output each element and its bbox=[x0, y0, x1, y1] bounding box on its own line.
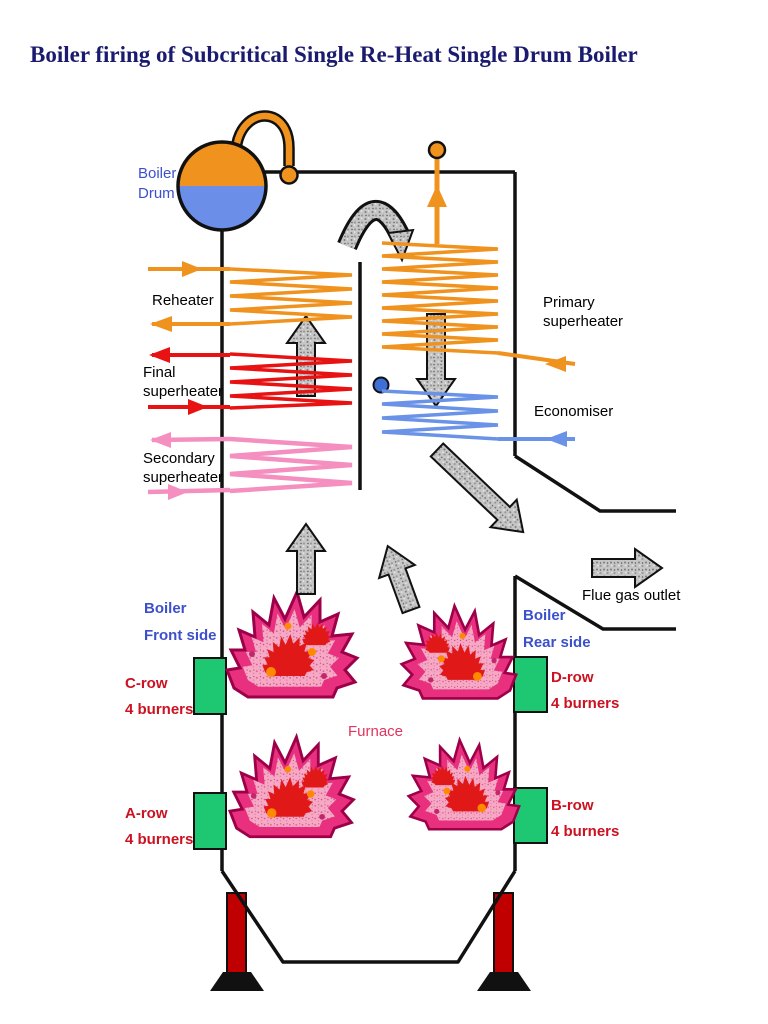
flue-duct-top bbox=[514, 454, 676, 513]
primary-sh-label-line1: Primary bbox=[543, 294, 595, 311]
front-side-label-line1: Boiler bbox=[144, 600, 187, 617]
gas-arrow-top-curve bbox=[340, 203, 409, 249]
burner-c-row bbox=[193, 657, 227, 715]
final-superheater bbox=[148, 347, 353, 415]
flue-gas-outlet-label: Flue gas outlet bbox=[582, 587, 681, 604]
flame-upper-right bbox=[402, 606, 516, 698]
secondary-superheater-coil bbox=[229, 436, 353, 494]
b-row-label: B-row bbox=[551, 797, 594, 814]
drum-steam-space bbox=[178, 142, 266, 186]
a-row-label: A-row bbox=[125, 805, 168, 822]
d-row-label: D-row bbox=[551, 669, 594, 686]
labels: Boiler Drum Reheater Final superheater S… bbox=[125, 165, 681, 848]
rear-side-label-line2: Rear side bbox=[523, 634, 591, 651]
steam-riser-arrow bbox=[427, 185, 447, 207]
drum-label-line2: Drum bbox=[138, 185, 175, 202]
drum-pipe bbox=[232, 112, 293, 166]
economiser-inlet-arrow bbox=[546, 431, 567, 447]
flame-lower-right bbox=[409, 740, 520, 829]
reheater bbox=[148, 261, 353, 332]
rear-side-label-line1: Boiler bbox=[523, 607, 566, 624]
hopper bbox=[220, 870, 517, 964]
furnace-label: Furnace bbox=[348, 723, 403, 740]
final-sh-label-line1: Final bbox=[143, 364, 176, 381]
flame-lower-left bbox=[230, 737, 354, 837]
flue-duct-bottom bbox=[514, 574, 676, 631]
final-sh-inlet-arrow bbox=[188, 399, 208, 415]
c-row-label: C-row bbox=[125, 675, 168, 692]
primary-sh-label-line2: superheater bbox=[543, 313, 623, 330]
burner-b-row bbox=[513, 787, 548, 844]
drum-label-line1: Boiler bbox=[138, 165, 176, 182]
furnace-flames bbox=[227, 592, 519, 837]
boiler-drum bbox=[176, 110, 299, 232]
drum-water-space bbox=[178, 186, 266, 230]
boiler-supports bbox=[210, 892, 531, 991]
a-row-count: 4 burners bbox=[125, 831, 193, 848]
secondary-sh-inlet-arrow bbox=[168, 484, 188, 500]
economiser-coil bbox=[381, 389, 499, 441]
final-superheater-coil bbox=[229, 352, 353, 410]
primary-superheater-coil bbox=[381, 241, 499, 355]
burner-a-row bbox=[193, 792, 227, 850]
steam-riser-ball bbox=[427, 140, 447, 160]
reheater-outlet-arrow bbox=[150, 316, 172, 332]
reheater-label: Reheater bbox=[152, 292, 214, 309]
secondary-superheater bbox=[147, 432, 353, 500]
furnace-gas-arrows bbox=[285, 522, 664, 615]
page-title: Boiler firing of Subcritical Single Re-H… bbox=[30, 42, 638, 67]
drum-pipe-ball bbox=[279, 165, 299, 185]
final-sh-label-line2: superheater bbox=[143, 383, 223, 400]
drum-outline bbox=[176, 140, 268, 232]
economiser bbox=[372, 376, 575, 447]
burner-boxes bbox=[193, 656, 548, 850]
gas-arrow-to-flue bbox=[429, 442, 525, 534]
secondary-sh-label-line2: superheater bbox=[143, 469, 223, 486]
secondary-sh-outlet-arrow bbox=[150, 432, 171, 448]
b-row-count: 4 burners bbox=[551, 823, 619, 840]
reheater-inlet-arrow bbox=[182, 261, 202, 277]
burner-d-row bbox=[513, 656, 548, 713]
gas-arrow-furnace-diagonal bbox=[377, 544, 421, 615]
secondary-sh-label-line1: Secondary bbox=[143, 450, 215, 467]
reheater-coil bbox=[229, 267, 353, 326]
c-row-count: 4 burners bbox=[125, 701, 193, 718]
gas-arrow-furnace-up bbox=[285, 522, 327, 595]
right-leg bbox=[493, 892, 514, 976]
economiser-ball bbox=[372, 376, 390, 394]
economiser-label: Economiser bbox=[534, 403, 613, 420]
right-foot bbox=[477, 972, 531, 991]
final-sh-outlet-arrow bbox=[149, 347, 170, 363]
boiler-shell bbox=[220, 170, 676, 964]
secondary-sh-inlet-line bbox=[147, 487, 231, 495]
gas-arrow-flue-outlet bbox=[591, 547, 664, 589]
left-foot bbox=[210, 972, 264, 991]
primary-superheater bbox=[381, 140, 576, 372]
primary-sh-side-arrow bbox=[545, 356, 566, 372]
flame-upper-left bbox=[227, 592, 357, 697]
d-row-count: 4 burners bbox=[551, 695, 619, 712]
front-side-label-line2: Front side bbox=[144, 627, 217, 644]
